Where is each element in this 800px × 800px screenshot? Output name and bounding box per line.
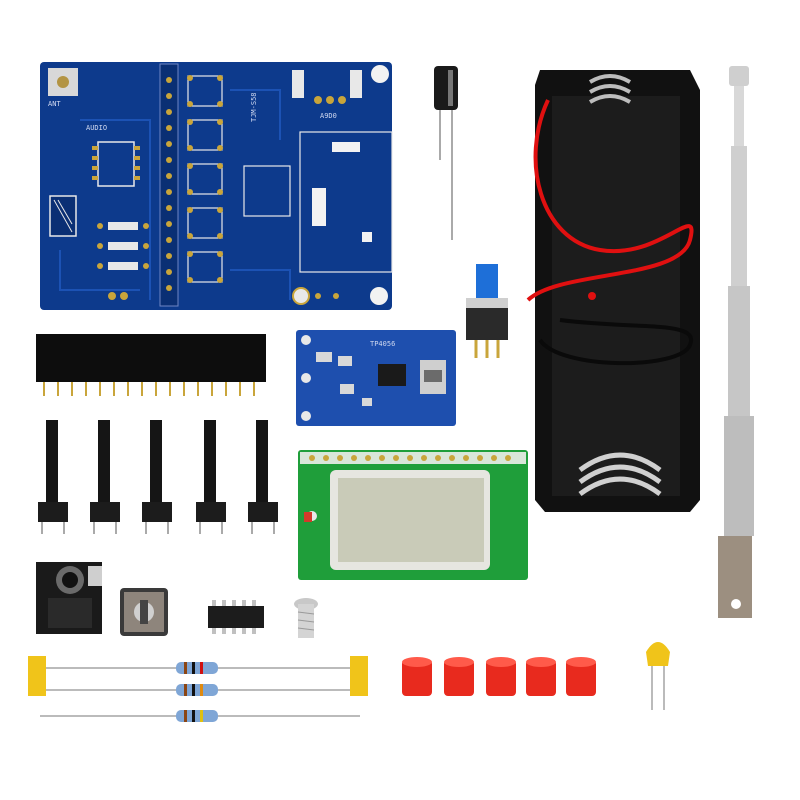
tact-button-4 [196,420,226,534]
knob-cap-2 [444,657,474,696]
tact-button-2 [90,420,120,534]
tact-button-1 [38,420,68,534]
tact-button-3 [142,420,172,534]
knob-cap-3 [486,657,516,696]
knob-cap-5 [566,657,596,696]
knob-cap-4 [526,657,556,696]
silk-chip-label: A9D0 [320,112,337,120]
silk-ant-label: ANT [48,100,61,108]
knob-cap-1 [402,657,432,696]
tact-button-5 [248,420,278,534]
resistor-3 [176,710,218,722]
silk-audio-label: AUDIO [86,124,108,132]
resistor-1 [176,662,218,674]
charger-silk-label: TP4056 [370,340,396,348]
resistor-2 [176,684,218,696]
